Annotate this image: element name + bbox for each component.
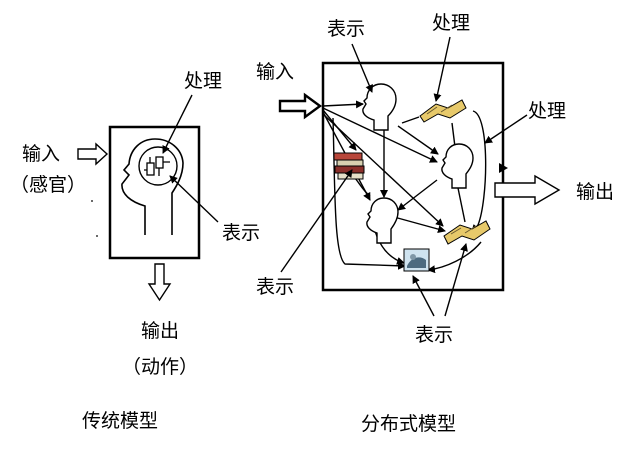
distributed-model <box>278 36 561 317</box>
traditional-frame <box>108 125 201 260</box>
represent-pointer-line <box>169 175 219 223</box>
open-book-top-icon <box>419 99 467 123</box>
process-pointer-line <box>162 94 193 154</box>
picture-card-icon <box>403 248 430 272</box>
distributed-caption: 分布式模型 <box>361 413 457 435</box>
traditional-represent-label: 表示 <box>222 222 261 244</box>
distributed-connections <box>322 100 487 274</box>
traditional-input-sub-label: （感官） <box>10 174 87 196</box>
traditional-model <box>77 94 219 302</box>
distributed-represent-bottom-label: 表示 <box>415 324 454 346</box>
head-top-icon <box>362 83 397 131</box>
distributed-leader-lines <box>280 36 528 317</box>
distributed-frame <box>321 61 505 292</box>
distributed-output-arrow <box>494 174 561 206</box>
traditional-caption: 传统模型 <box>82 410 159 432</box>
distributed-input-arrow <box>278 92 323 120</box>
traditional-process-label: 处理 <box>184 70 223 92</box>
traditional-output-label: 输出 <box>141 320 180 342</box>
distributed-output-label: 输出 <box>576 181 615 203</box>
traditional-input-arrow <box>77 142 109 166</box>
distributed-input-label: 输入 <box>256 61 295 83</box>
distributed-process-top-label: 处理 <box>432 12 471 34</box>
circuit-icon <box>144 156 170 176</box>
traditional-input-label: 输入 <box>22 143 61 165</box>
traditional-output-arrow <box>147 263 172 302</box>
open-book-bottom-icon <box>443 220 491 245</box>
distributed-process-right-label: 处理 <box>528 100 567 122</box>
head-profile-icon <box>121 138 184 235</box>
process-circle <box>138 146 178 186</box>
head-right-icon <box>441 143 474 189</box>
head-bottom-icon <box>366 197 399 244</box>
traditional-output-sub-label: （动作） <box>122 356 199 378</box>
output-tick-arrow <box>499 163 508 173</box>
distributed-represent-top-label: 表示 <box>327 18 366 40</box>
distributed-represent-left-label: 表示 <box>256 276 295 298</box>
